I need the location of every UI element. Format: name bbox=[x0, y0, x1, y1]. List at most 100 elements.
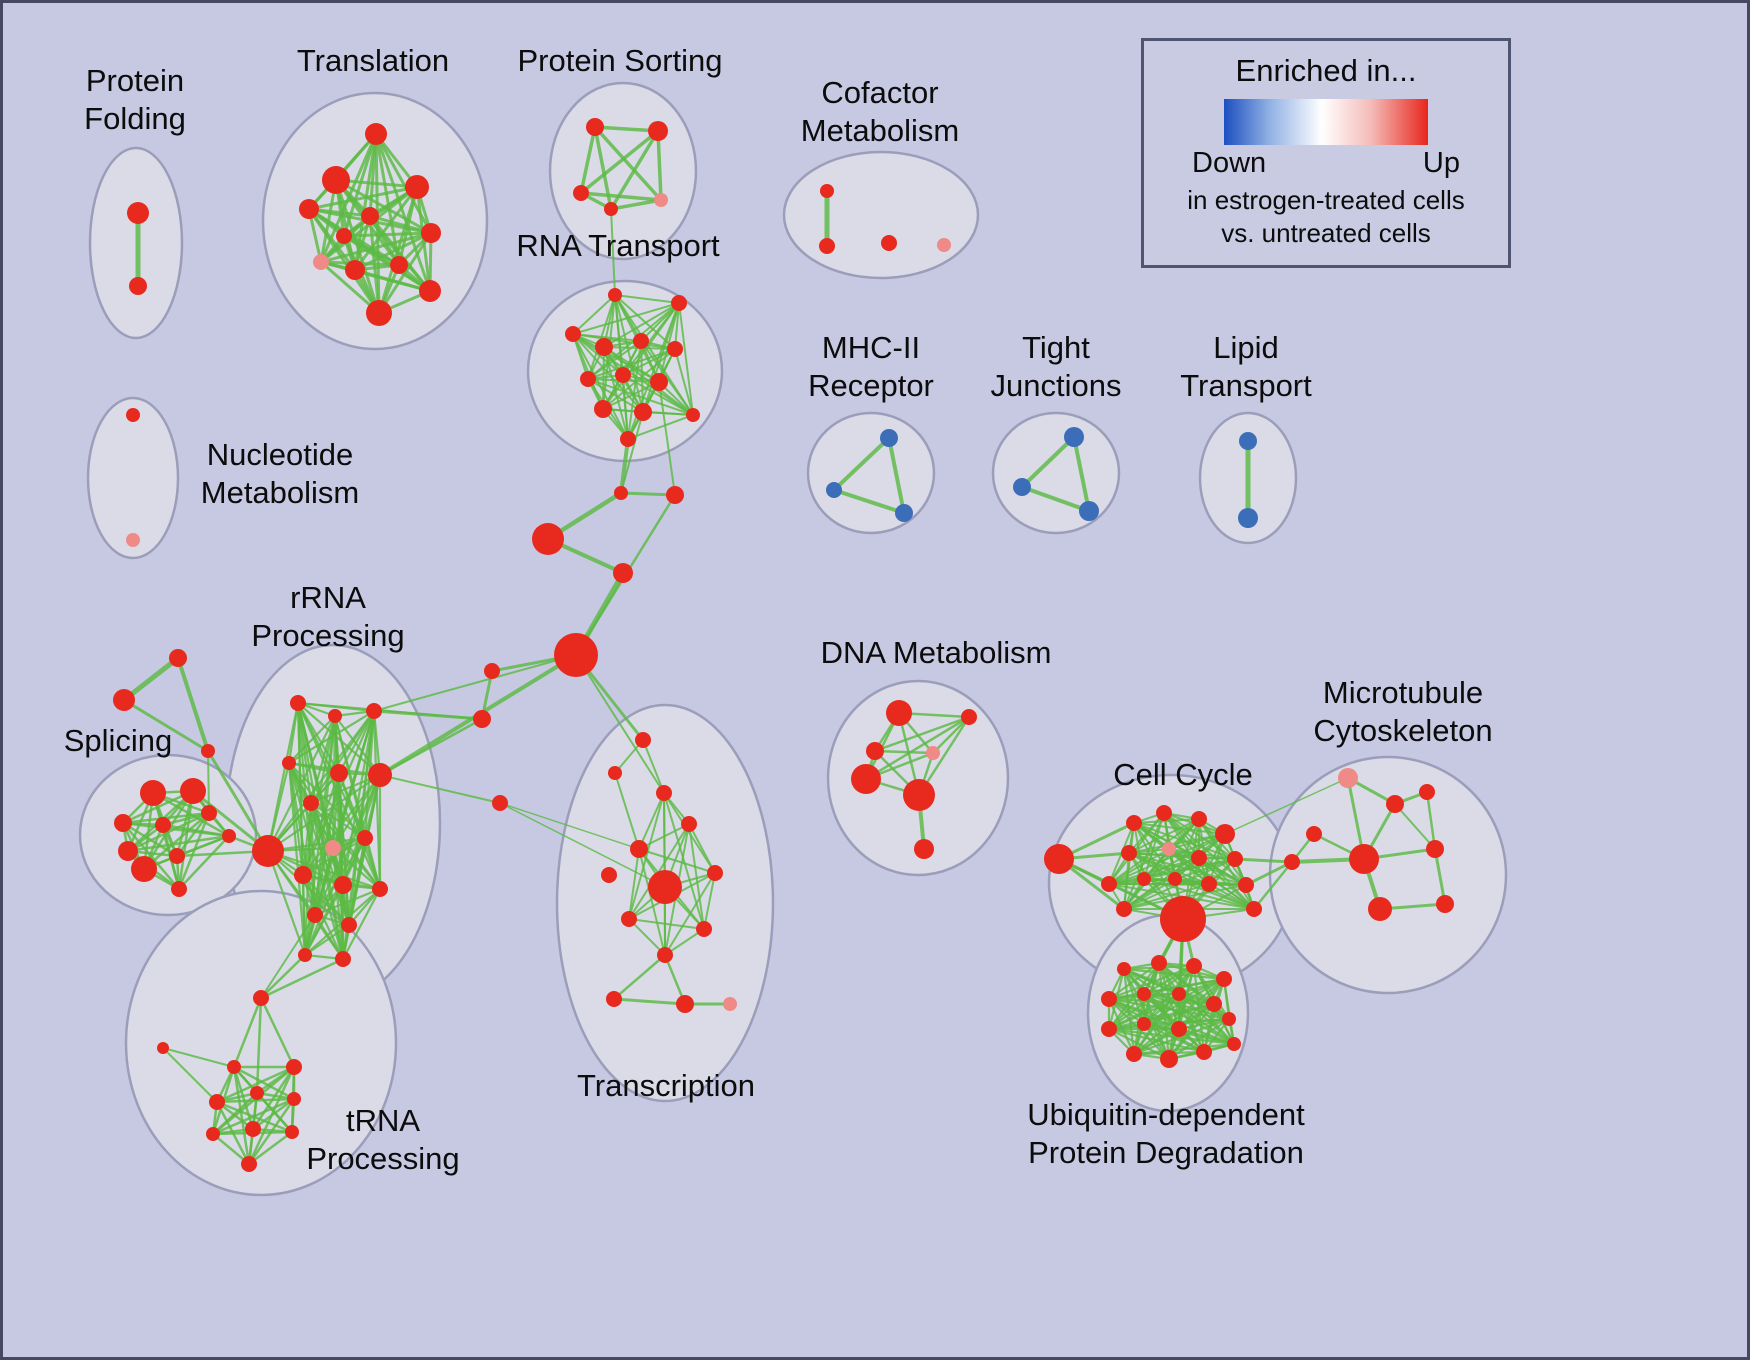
gene-set-node[interactable] bbox=[171, 881, 187, 897]
gene-set-node[interactable] bbox=[114, 814, 132, 832]
gene-set-node[interactable] bbox=[1137, 872, 1151, 886]
gene-set-node[interactable] bbox=[1191, 811, 1207, 827]
gene-set-node[interactable] bbox=[372, 881, 388, 897]
gene-set-node[interactable] bbox=[1116, 901, 1132, 917]
gene-set-node[interactable] bbox=[1117, 962, 1131, 976]
gene-set-node[interactable] bbox=[307, 907, 323, 923]
gene-set-node[interactable] bbox=[881, 235, 897, 251]
gene-set-node[interactable] bbox=[696, 921, 712, 937]
gene-set-node[interactable] bbox=[604, 202, 618, 216]
gene-set-node[interactable] bbox=[1171, 1021, 1187, 1037]
gene-set-node[interactable] bbox=[895, 504, 913, 522]
gene-set-node[interactable] bbox=[1160, 1050, 1178, 1068]
gene-set-node[interactable] bbox=[1222, 1012, 1236, 1026]
gene-set-node[interactable] bbox=[1160, 896, 1206, 942]
gene-set-node[interactable] bbox=[361, 207, 379, 225]
gene-set-node[interactable] bbox=[313, 254, 329, 270]
gene-set-node[interactable] bbox=[294, 866, 312, 884]
gene-set-node[interactable] bbox=[656, 785, 672, 801]
gene-set-node[interactable] bbox=[421, 223, 441, 243]
gene-set-node[interactable] bbox=[252, 835, 284, 867]
gene-set-node[interactable] bbox=[336, 228, 352, 244]
gene-set-node[interactable] bbox=[1215, 824, 1235, 844]
gene-set-node[interactable] bbox=[1436, 895, 1454, 913]
gene-set-node[interactable] bbox=[1168, 872, 1182, 886]
gene-set-node[interactable] bbox=[613, 563, 633, 583]
gene-set-node[interactable] bbox=[606, 991, 622, 1007]
gene-set-node[interactable] bbox=[282, 756, 296, 770]
gene-set-node[interactable] bbox=[937, 238, 951, 252]
gene-set-node[interactable] bbox=[127, 202, 149, 224]
gene-set-node[interactable] bbox=[484, 663, 500, 679]
gene-set-node[interactable] bbox=[330, 764, 348, 782]
gene-set-node[interactable] bbox=[565, 326, 581, 342]
gene-set-node[interactable] bbox=[866, 742, 884, 760]
gene-set-node[interactable] bbox=[209, 1094, 225, 1110]
gene-set-node[interactable] bbox=[328, 709, 342, 723]
gene-set-node[interactable] bbox=[648, 870, 682, 904]
gene-set-node[interactable] bbox=[630, 840, 648, 858]
cluster-cofactor-metabolism[interactable] bbox=[782, 150, 980, 280]
gene-set-node[interactable] bbox=[1121, 845, 1137, 861]
gene-set-node[interactable] bbox=[405, 175, 429, 199]
gene-set-node[interactable] bbox=[594, 400, 612, 418]
gene-set-node[interactable] bbox=[206, 1127, 220, 1141]
gene-set-node[interactable] bbox=[357, 830, 373, 846]
gene-set-node[interactable] bbox=[1349, 844, 1379, 874]
gene-set-node[interactable] bbox=[1426, 840, 1444, 858]
gene-set-node[interactable] bbox=[250, 1086, 264, 1100]
gene-set-node[interactable] bbox=[1186, 958, 1202, 974]
gene-set-node[interactable] bbox=[419, 280, 441, 302]
gene-set-node[interactable] bbox=[819, 238, 835, 254]
gene-set-node[interactable] bbox=[1126, 1046, 1142, 1062]
gene-set-node[interactable] bbox=[686, 408, 700, 422]
gene-set-node[interactable] bbox=[826, 482, 842, 498]
gene-set-node[interactable] bbox=[648, 121, 668, 141]
gene-set-node[interactable] bbox=[129, 277, 147, 295]
gene-set-node[interactable] bbox=[303, 795, 319, 811]
gene-set-node[interactable] bbox=[666, 486, 684, 504]
cluster-dna-metabolism[interactable] bbox=[826, 679, 1010, 877]
gene-set-node[interactable] bbox=[554, 633, 598, 677]
gene-set-node[interactable] bbox=[1079, 501, 1099, 521]
gene-set-node[interactable] bbox=[580, 371, 596, 387]
gene-set-node[interactable] bbox=[325, 840, 341, 856]
gene-set-node[interactable] bbox=[1196, 1044, 1212, 1060]
gene-set-node[interactable] bbox=[126, 408, 140, 422]
gene-set-node[interactable] bbox=[286, 1059, 302, 1075]
gene-set-node[interactable] bbox=[366, 300, 392, 326]
gene-set-node[interactable] bbox=[1137, 1017, 1151, 1031]
gene-set-node[interactable] bbox=[1101, 1021, 1117, 1037]
gene-set-node[interactable] bbox=[118, 841, 138, 861]
gene-set-node[interactable] bbox=[253, 990, 269, 1006]
cluster-microtubule-cytoskeleton[interactable] bbox=[1268, 755, 1508, 995]
gene-set-node[interactable] bbox=[851, 764, 881, 794]
gene-set-node[interactable] bbox=[608, 766, 622, 780]
gene-set-node[interactable] bbox=[573, 185, 589, 201]
gene-set-node[interactable] bbox=[201, 805, 217, 821]
gene-set-node[interactable] bbox=[285, 1125, 299, 1139]
gene-set-node[interactable] bbox=[1151, 955, 1167, 971]
gene-set-node[interactable] bbox=[1206, 996, 1222, 1012]
gene-set-node[interactable] bbox=[1064, 427, 1084, 447]
gene-set-node[interactable] bbox=[1101, 876, 1117, 892]
gene-set-node[interactable] bbox=[1227, 851, 1243, 867]
gene-set-node[interactable] bbox=[608, 288, 622, 302]
gene-set-node[interactable] bbox=[903, 779, 935, 811]
gene-set-node[interactable] bbox=[1386, 795, 1404, 813]
gene-set-node[interactable] bbox=[492, 795, 508, 811]
gene-set-node[interactable] bbox=[1044, 844, 1074, 874]
gene-set-node[interactable] bbox=[676, 995, 694, 1013]
gene-set-node[interactable] bbox=[820, 184, 834, 198]
gene-set-node[interactable] bbox=[681, 816, 697, 832]
gene-set-node[interactable] bbox=[723, 997, 737, 1011]
gene-set-node[interactable] bbox=[1126, 815, 1142, 831]
gene-set-node[interactable] bbox=[241, 1156, 257, 1172]
gene-set-node[interactable] bbox=[880, 429, 898, 447]
gene-set-node[interactable] bbox=[657, 947, 673, 963]
gene-set-node[interactable] bbox=[614, 486, 628, 500]
gene-set-node[interactable] bbox=[1013, 478, 1031, 496]
gene-set-node[interactable] bbox=[707, 865, 723, 881]
gene-set-node[interactable] bbox=[635, 732, 651, 748]
gene-set-node[interactable] bbox=[634, 403, 652, 421]
